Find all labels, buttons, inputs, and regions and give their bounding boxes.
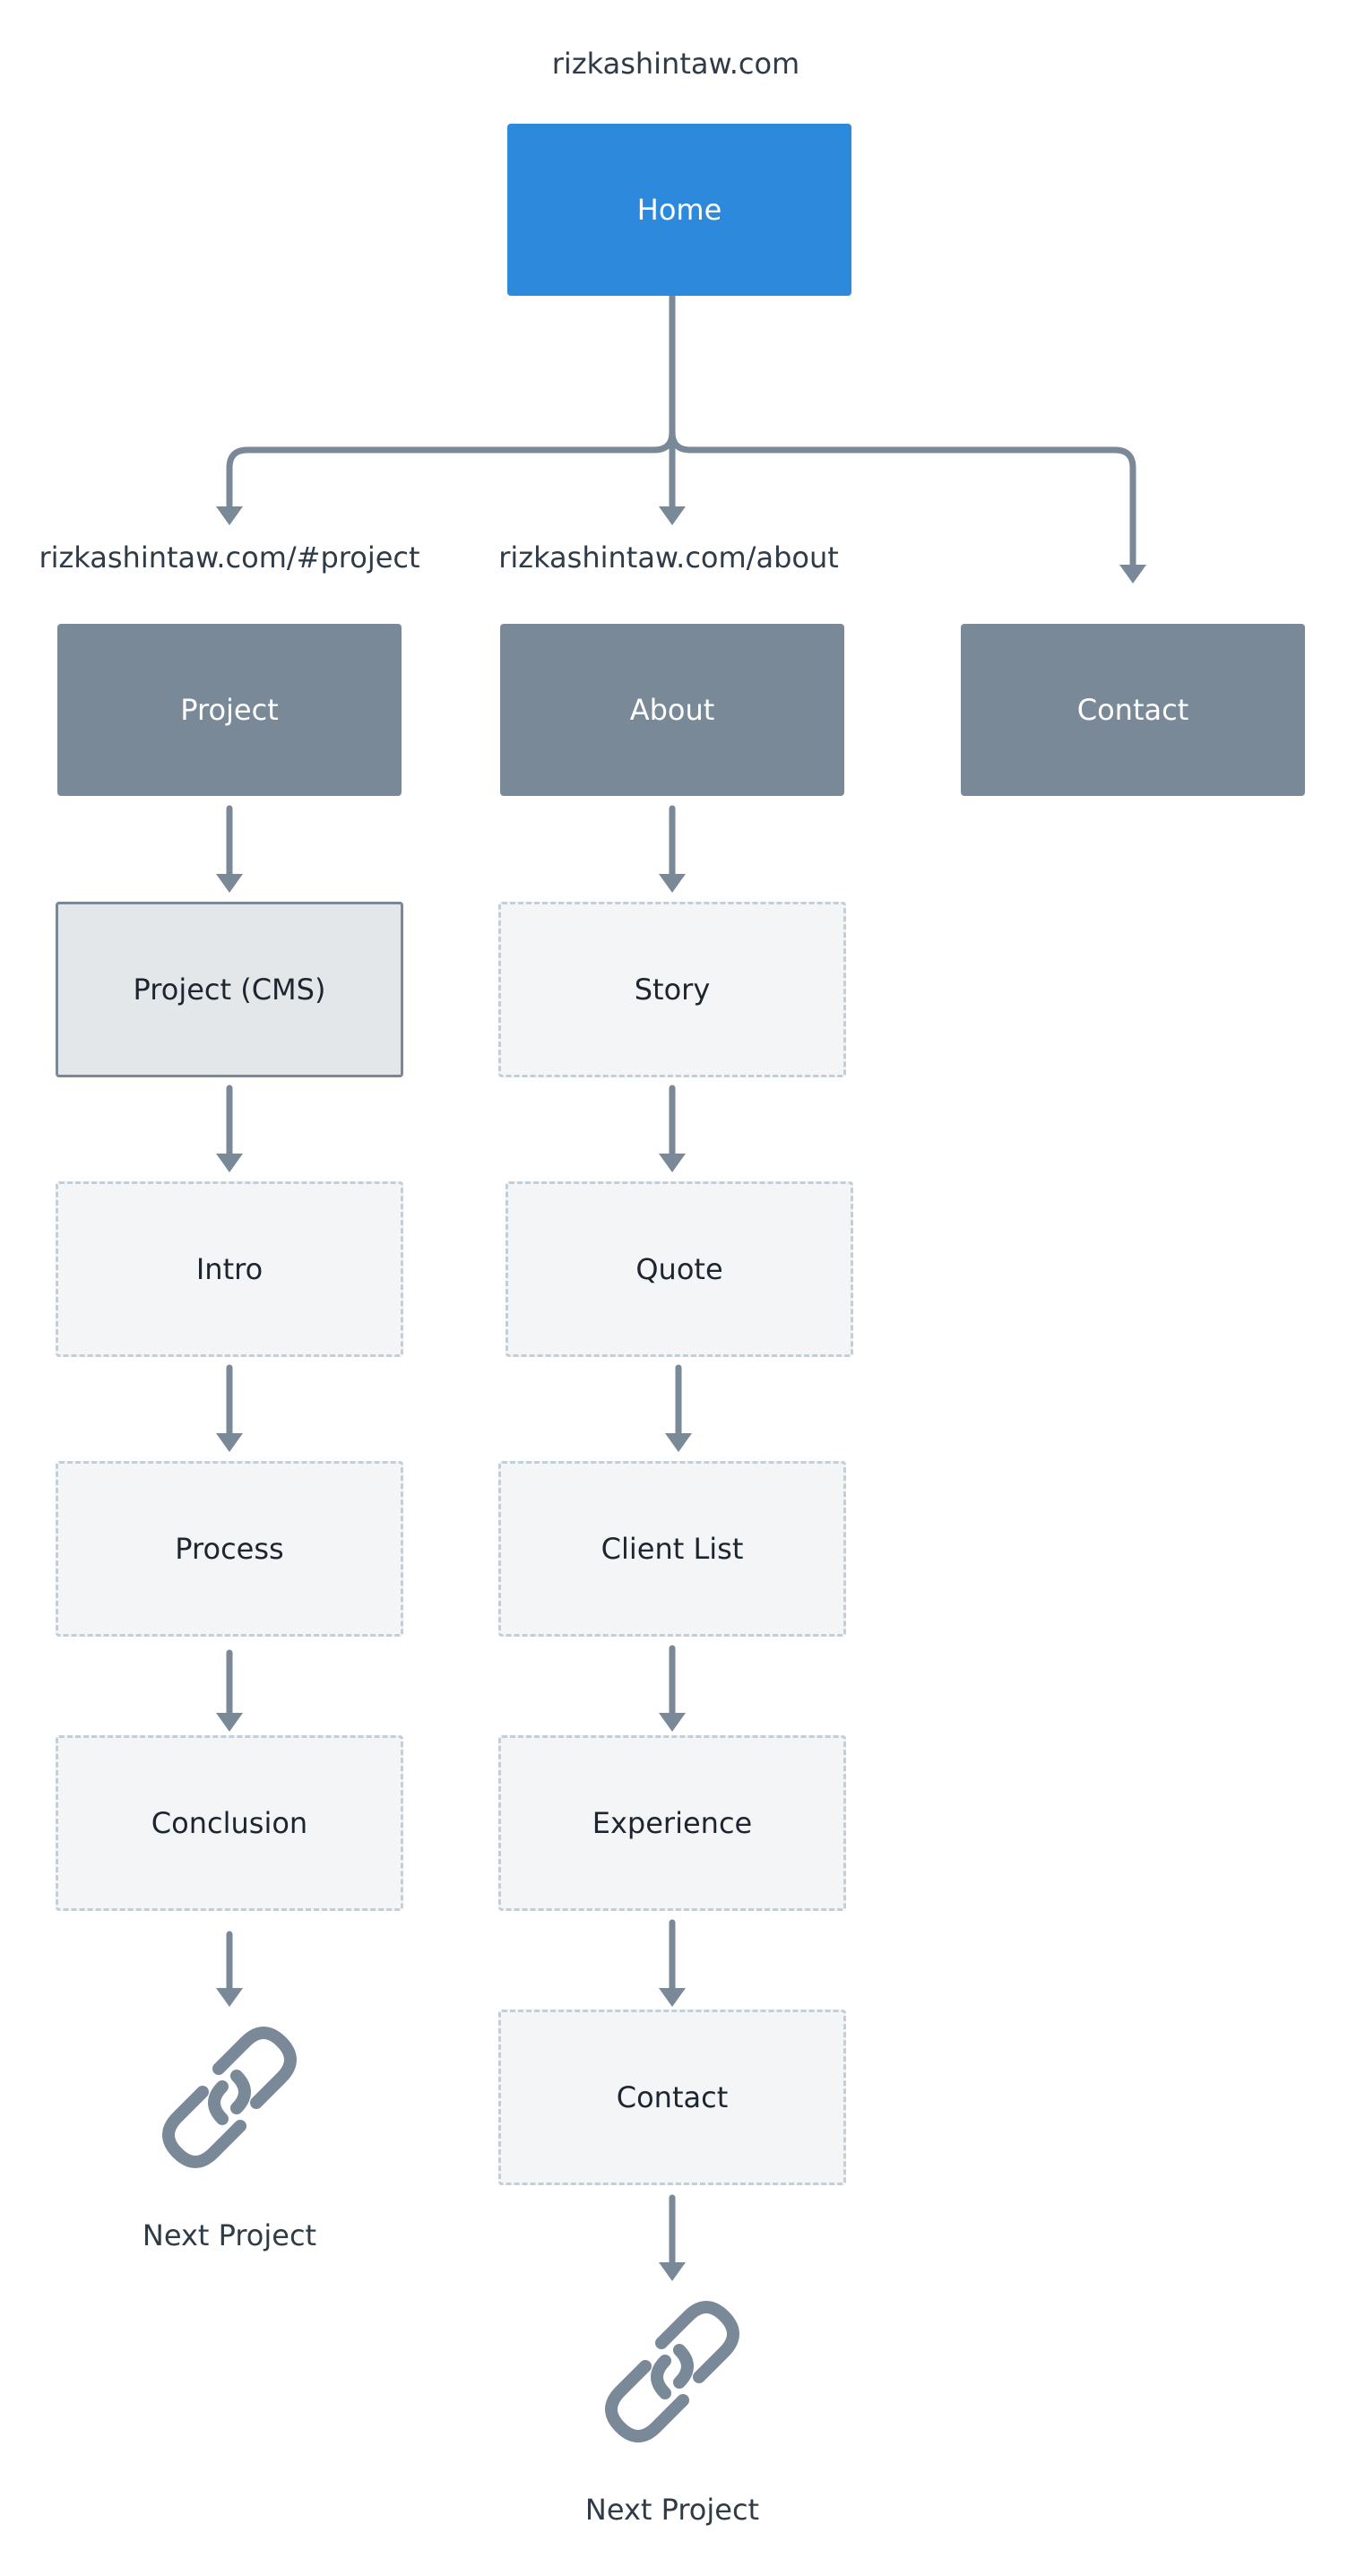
arrowhead — [216, 1988, 243, 2007]
arrowhead — [1119, 565, 1146, 583]
arrowhead — [216, 506, 243, 525]
project-node: Project — [57, 624, 402, 796]
section-intro: Intro — [56, 1181, 403, 1357]
next-project-label-project: Next Project — [142, 2218, 317, 2252]
section-story: Story — [498, 902, 846, 1077]
arrowhead — [665, 1433, 692, 1452]
arrowhead — [659, 1154, 686, 1172]
arrowhead — [659, 874, 686, 893]
arrowhead — [659, 1713, 686, 1732]
contact-node: Contact — [961, 624, 1305, 796]
section-conclusion: Conclusion — [56, 1735, 403, 1911]
arrowhead — [216, 874, 243, 893]
arrowhead — [659, 506, 686, 525]
link-icon — [162, 2027, 297, 2168]
project-cms-node: Project (CMS) — [56, 902, 403, 1077]
arrowhead — [659, 1988, 686, 2007]
link-icon — [605, 2301, 739, 2442]
project-url: rizkashintaw.com/#project — [39, 540, 420, 575]
next-project-label-about: Next Project — [584, 2493, 760, 2527]
connector-home-trunk — [226, 292, 676, 510]
arrowhead — [216, 1713, 243, 1732]
root-url: rizkashintaw.com — [551, 47, 800, 81]
arrowhead — [216, 1433, 243, 1452]
about-node: About — [500, 624, 844, 796]
arrowhead — [216, 1154, 243, 1172]
section-process: Process — [56, 1461, 403, 1637]
about-url: rizkashintaw.com/about — [498, 540, 839, 575]
section-contact: Contact — [498, 2010, 846, 2185]
arrowhead — [659, 2262, 686, 2281]
connector-home-contact — [669, 428, 1136, 568]
section-experience: Experience — [498, 1735, 846, 1911]
home-node: Home — [507, 124, 851, 296]
section-client-list: Client List — [498, 1461, 846, 1637]
section-quote: Quote — [506, 1181, 853, 1357]
